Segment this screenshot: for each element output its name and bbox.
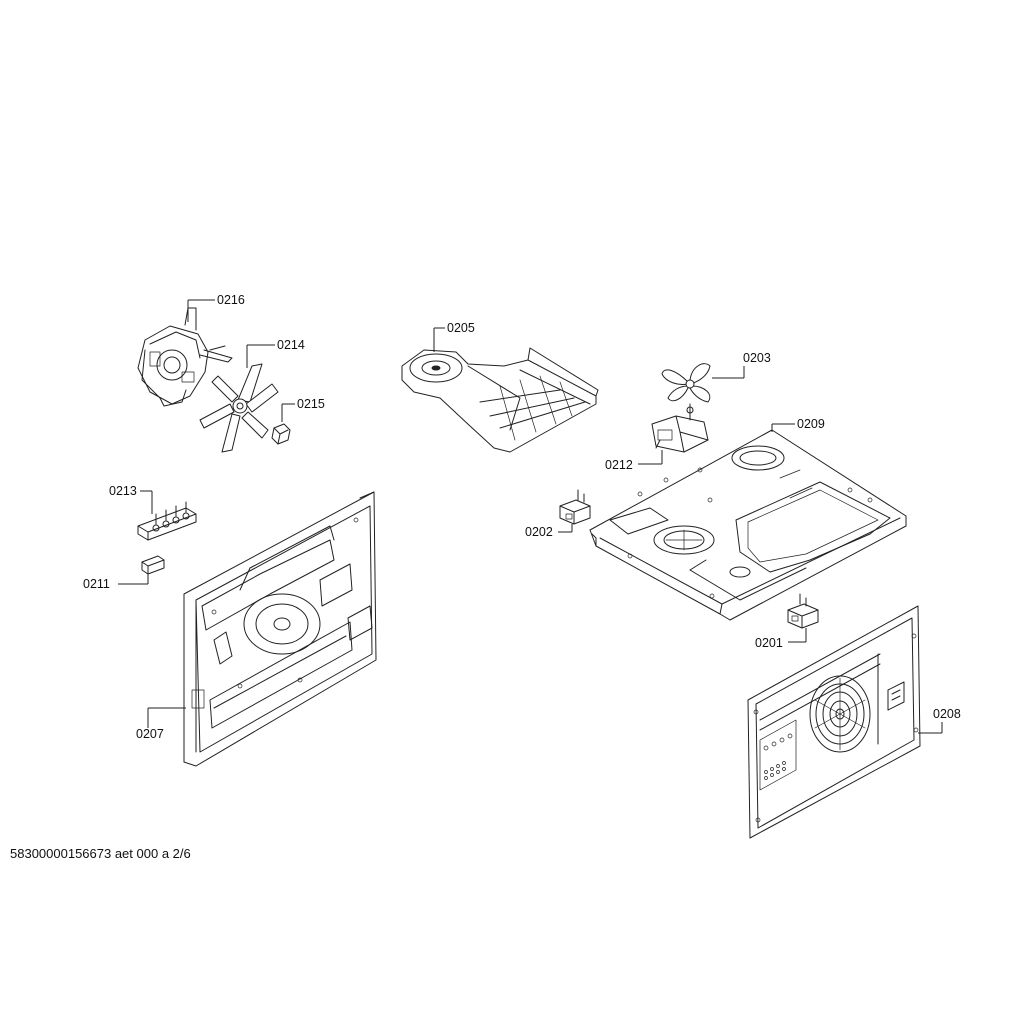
part-0214-fan-blade [199,363,279,453]
part-0213-terminal-block [137,501,197,541]
part-0203-cooling-fan [661,363,711,403]
label-0213: 0213 [109,484,137,498]
label-0207: 0207 [136,727,164,741]
label-0209: 0209 [797,417,825,431]
part-0216-fan-motor [137,307,233,407]
label-0212: 0212 [605,458,633,472]
part-0202-thermostat [559,489,591,525]
part-0209-top-cover [589,429,907,621]
label-0201: 0201 [755,636,783,650]
part-0212-cooling-motor [651,403,709,453]
label-0214: 0214 [277,338,305,352]
part-0208-back-wall [747,605,921,839]
footer-reference: 58300000156673 aet 000 a 2/6 [10,846,191,861]
part-0215-nut [271,423,291,445]
part-0201-thermostat [787,593,819,629]
part-0207-rear-panel [183,491,377,767]
label-0215: 0215 [297,397,325,411]
label-0205: 0205 [447,321,475,335]
label-0216: 0216 [217,293,245,307]
part-0211-connector [141,555,165,575]
label-0211: 0211 [83,577,110,591]
label-0208: 0208 [933,707,961,721]
part-0205-air-duct [401,347,599,453]
label-0203: 0203 [743,351,771,365]
label-0202: 0202 [525,525,553,539]
